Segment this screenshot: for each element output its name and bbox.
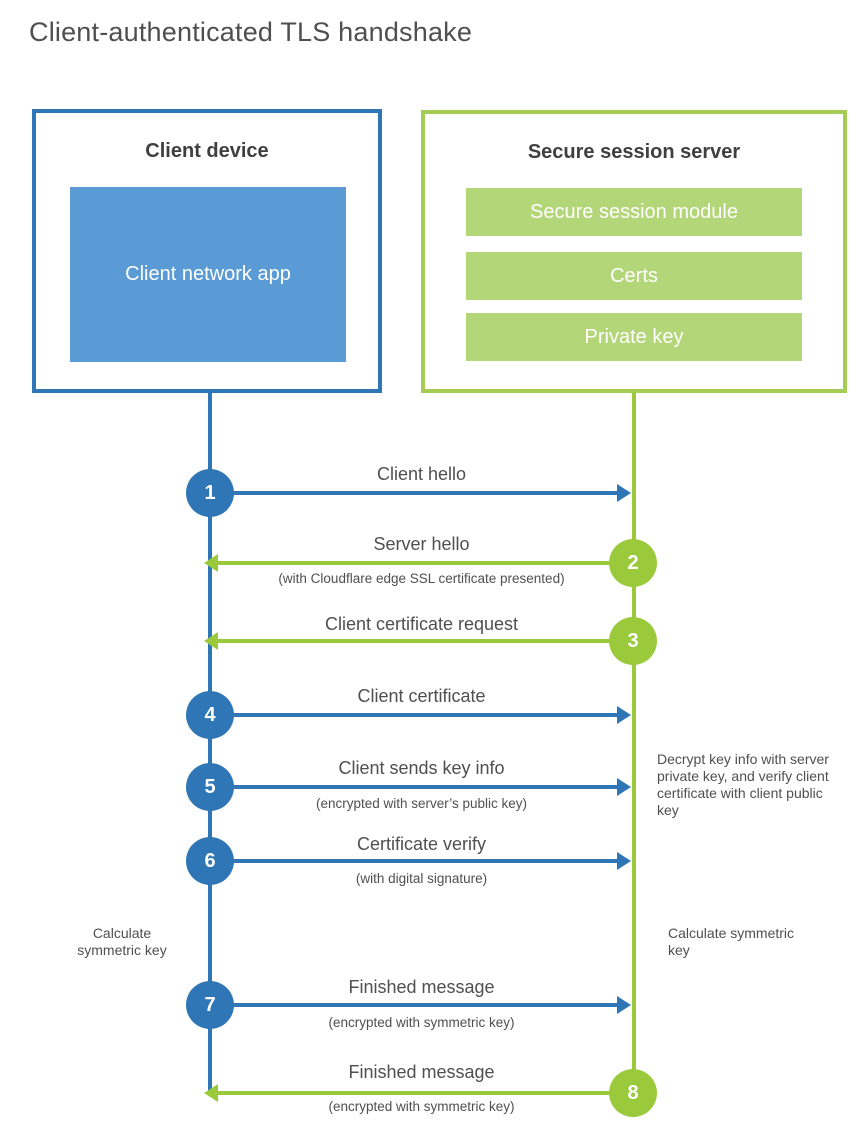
message-sublabel: (with Cloudflare edge SSL certificate pr… bbox=[278, 571, 565, 586]
server-module-secure-session-module: Secure session module bbox=[466, 188, 802, 236]
message-sublabel: (encrypted with symmetric key) bbox=[328, 1099, 515, 1114]
step-badge-7: 7 bbox=[186, 981, 234, 1029]
step-badge-3: 3 bbox=[609, 617, 657, 665]
step-badge-5: 5 bbox=[186, 763, 234, 811]
message-label: Finished message bbox=[348, 977, 495, 997]
arrow-right-icon bbox=[210, 706, 633, 724]
calculate-symmetric-key-note-server: Calculate symmetric key bbox=[668, 925, 795, 958]
arrow-left-icon bbox=[204, 1084, 633, 1102]
server-lifeline bbox=[632, 392, 636, 1093]
arrow-right-icon bbox=[210, 778, 633, 796]
server-module-private-key: Private key bbox=[466, 313, 802, 361]
arrow-right-icon bbox=[210, 996, 633, 1014]
message-label: Client certificate request bbox=[324, 614, 519, 634]
step-badge-8: 8 bbox=[609, 1069, 657, 1117]
message-label: Server hello bbox=[373, 534, 470, 554]
message-label: Client sends key info bbox=[338, 758, 505, 778]
message-sublabel: (with digital signature) bbox=[355, 871, 488, 886]
step-badge-2: 2 bbox=[609, 539, 657, 587]
message-sublabel: (encrypted with symmetric key) bbox=[328, 1015, 515, 1030]
step-badge-6: 6 bbox=[186, 837, 234, 885]
arrow-right-icon bbox=[210, 484, 633, 502]
step-badge-4: 4 bbox=[186, 691, 234, 739]
client-lifeline bbox=[208, 392, 212, 1091]
message-label: Client certificate bbox=[357, 686, 486, 706]
arrow-left-icon bbox=[204, 632, 633, 650]
message-label: Client hello bbox=[376, 464, 467, 484]
arrow-left-icon bbox=[204, 554, 633, 572]
calculate-symmetric-key-note-client: Calculate symmetric key bbox=[77, 925, 167, 958]
decrypt-key-info-note: Decrypt key info with server private key… bbox=[657, 751, 829, 818]
client-device-title: Client device bbox=[145, 140, 269, 162]
message-label: Finished message bbox=[348, 1062, 495, 1082]
secure-session-server-title: Secure session server bbox=[527, 141, 741, 163]
message-sublabel: (encrypted with server’s public key) bbox=[315, 796, 528, 811]
message-label: Certificate verify bbox=[356, 834, 487, 854]
step-badge-1: 1 bbox=[186, 469, 234, 517]
client-network-app-box: Client network app bbox=[70, 187, 346, 362]
page-title: Client-authenticated TLS handshake bbox=[29, 17, 473, 47]
server-module-certs: Certs bbox=[466, 252, 802, 300]
arrow-right-icon bbox=[210, 852, 633, 870]
